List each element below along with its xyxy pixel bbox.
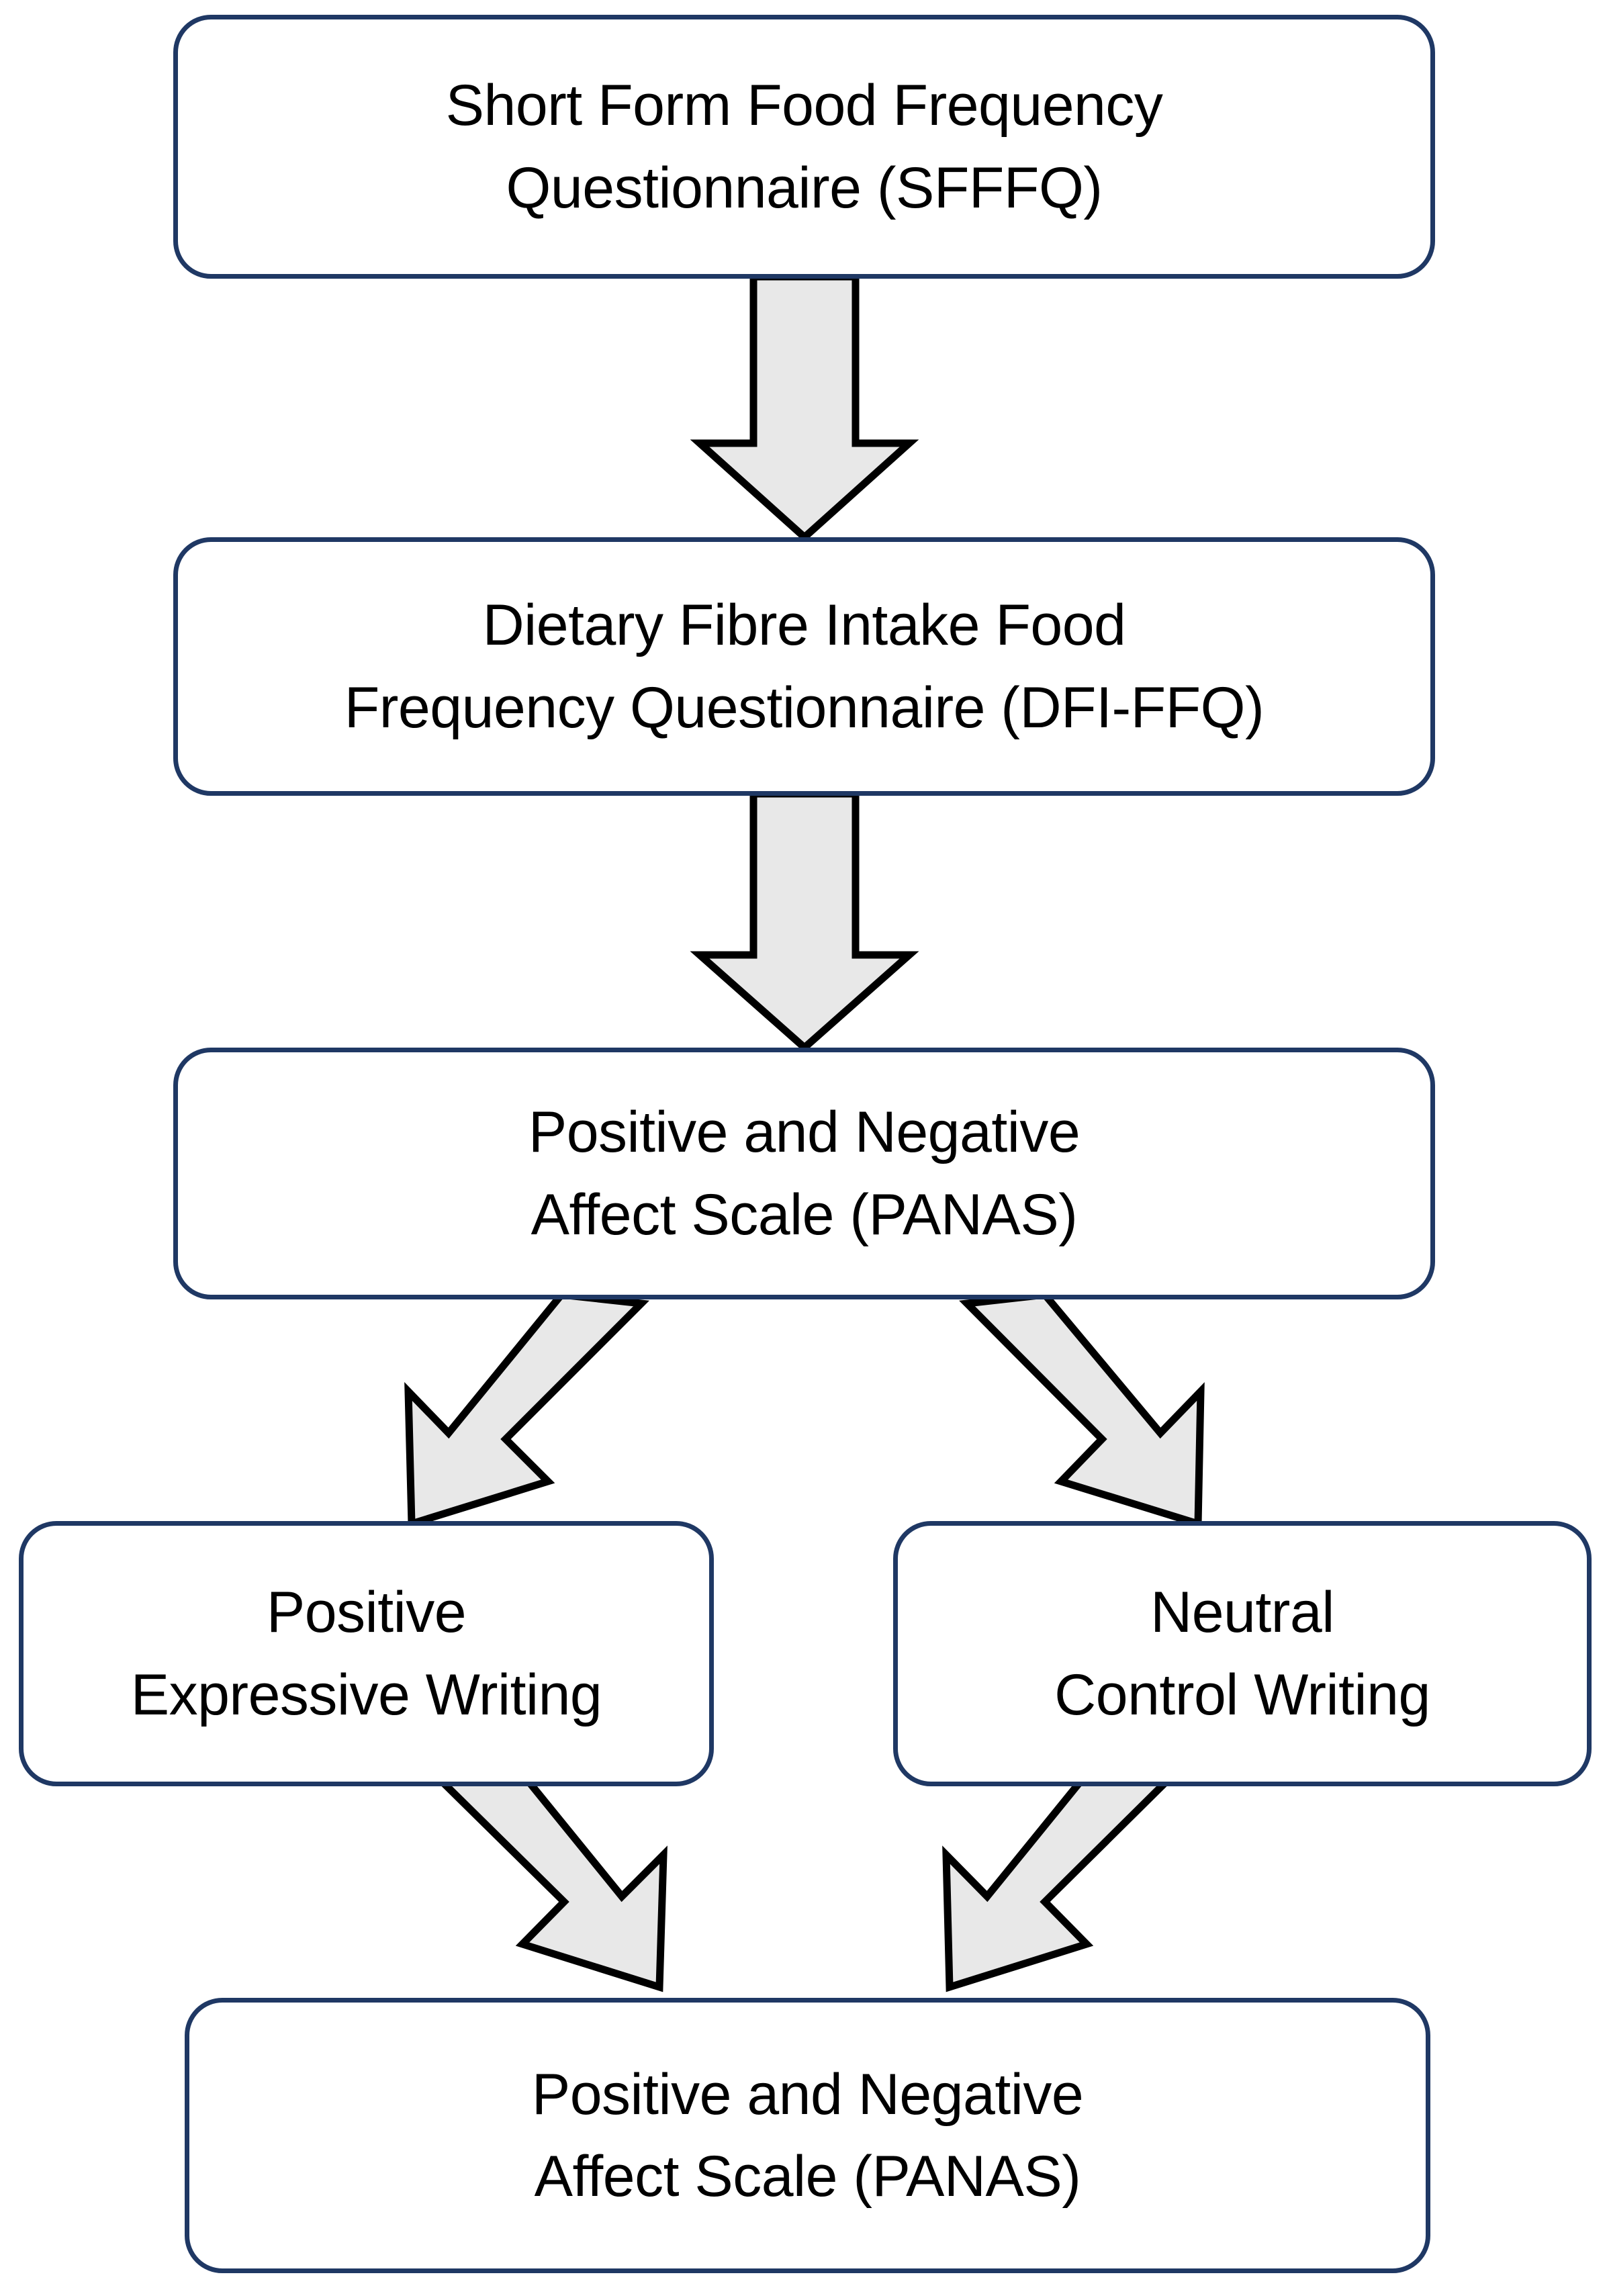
arrow-panas-to-neutral <box>959 1291 1205 1529</box>
node-sfffq-line-2: Questionnaire (SFFFQ) <box>506 155 1103 220</box>
node-positive-expressive-writing: Positive Expressive Writing <box>19 1521 714 1786</box>
node-panas-postwriting-line-2: Affect Scale (PANAS) <box>534 2144 1081 2209</box>
arrow-neutral-to-panas2 <box>942 1753 1189 1992</box>
node-neutral-control-writing: Neutral Control Writing <box>893 1521 1592 1786</box>
node-sfffq: Short Form Food Frequency Questionnaire … <box>173 15 1435 279</box>
node-dfi-ffq-line-1: Dietary Fibre Intake Food <box>482 593 1126 658</box>
node-panas-baseline: Positive and Negative Affect Scale (PANA… <box>173 1048 1435 1299</box>
node-panas-baseline-line-2: Affect Scale (PANAS) <box>531 1182 1078 1247</box>
node-neutral-control-writing-line-1: Neutral <box>1150 1580 1334 1645</box>
node-dfi-ffq: Dietary Fibre Intake Food Frequency Ques… <box>173 537 1435 796</box>
node-sfffq-line-1: Short Form Food Frequency <box>445 73 1163 138</box>
node-panas-postwriting: Positive and Negative Affect Scale (PANA… <box>185 1998 1430 2273</box>
arrow-sfffq-to-dfiffq <box>690 273 919 543</box>
node-positive-expressive-writing-line-1: Positive <box>266 1580 467 1645</box>
node-panas-baseline-line-1: Positive and Negative <box>528 1100 1081 1165</box>
node-neutral-control-writing-line-2: Control Writing <box>1054 1662 1430 1727</box>
node-panas-postwriting-line-1: Positive and Negative <box>531 2062 1084 2127</box>
arrow-panas-to-positive <box>404 1291 649 1529</box>
node-positive-expressive-writing-line-2: Expressive Writing <box>130 1662 602 1727</box>
arrow-dfiffq-to-panas <box>690 790 919 1053</box>
arrow-positive-to-panas2 <box>420 1753 668 1992</box>
node-dfi-ffq-line-2: Frequency Questionnaire (DFI-FFQ) <box>344 675 1265 740</box>
